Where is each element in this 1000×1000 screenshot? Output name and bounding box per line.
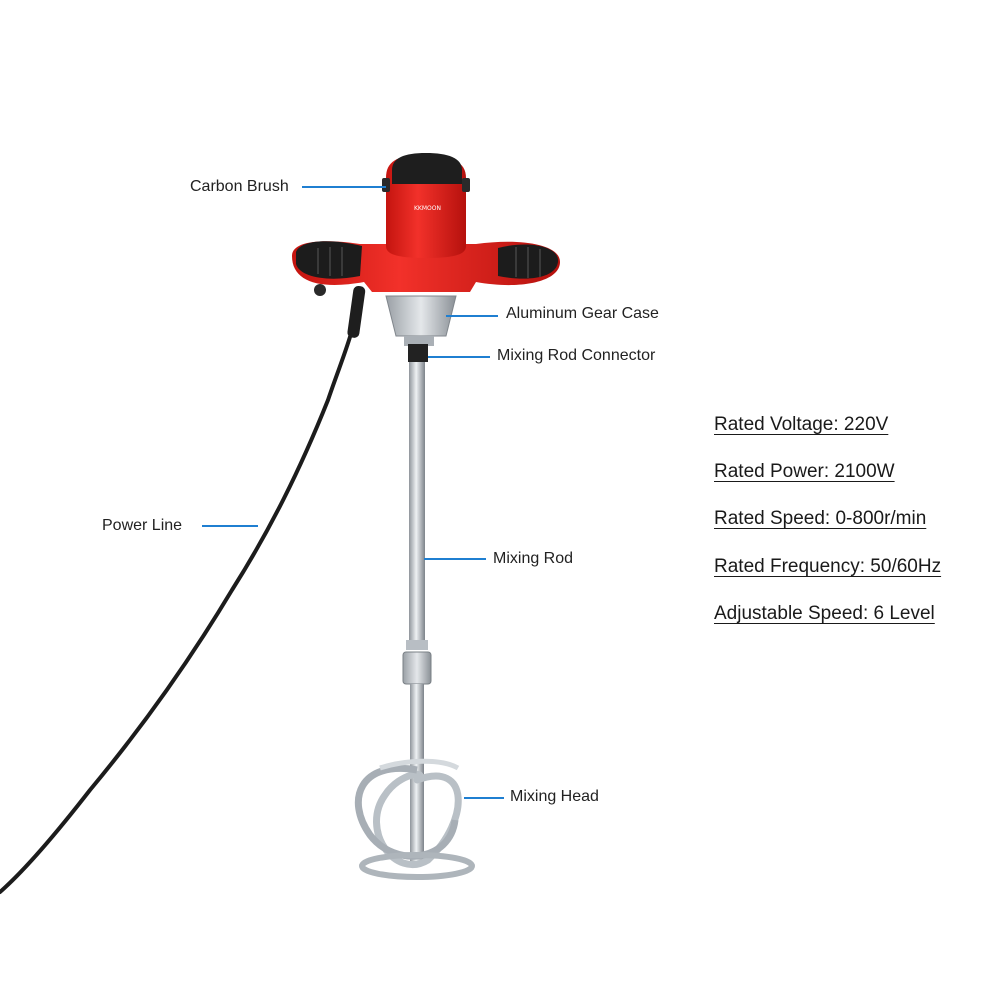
mixing-head-leader: [464, 797, 504, 799]
carbon-brush-label: Carbon Brush: [190, 178, 289, 195]
mixer-body: KKMOON: [292, 153, 560, 362]
mixing-rod-label: Mixing Rod: [493, 550, 574, 567]
carbon-brush-leader: [302, 186, 386, 188]
spec-power: Rated Power: 2100W: [714, 461, 895, 482]
gear-case-leader: [446, 315, 498, 317]
mixing-head-label: Mixing Head: [510, 788, 599, 805]
power-line-label: Power Line: [102, 517, 183, 534]
power-line-leader: [202, 525, 258, 527]
power-cord: [0, 285, 366, 894]
mixing-rod-leader: [424, 558, 486, 560]
spec-speed: Rated Speed: 0-800r/min: [714, 508, 927, 529]
mixing-rod-shape: [402, 360, 432, 864]
brand-mark: KKMOON: [414, 205, 441, 212]
spec-frequency: Rated Frequency: 50/60Hz: [714, 556, 942, 577]
rod-connector-leader: [428, 356, 490, 358]
gear-case-label: Aluminum Gear Case: [506, 305, 659, 322]
mixing-head-shape: [354, 758, 475, 880]
rod-connector-label: Mixing Rod Connector: [497, 347, 656, 364]
spec-adjustable-speed: Adjustable Speed: 6 Level: [714, 603, 935, 624]
spec-voltage: Rated Voltage: 220V: [714, 414, 889, 435]
